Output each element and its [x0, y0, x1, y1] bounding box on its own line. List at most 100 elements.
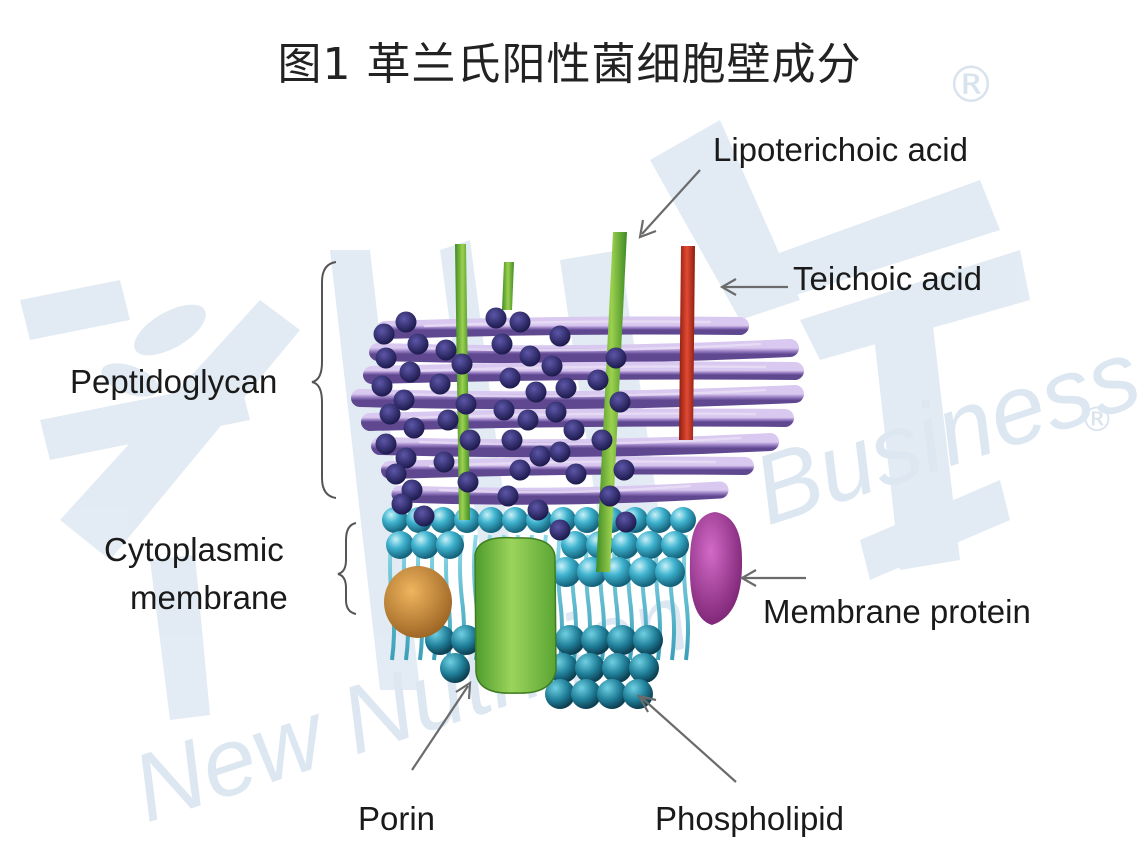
phospholipid-head: [575, 653, 605, 683]
peripheral-protein-orange: [384, 566, 452, 638]
peptidoglycan-strand-end: [399, 361, 421, 383]
phospholipid-head: [502, 507, 528, 533]
lipoteichoic-acid-rod-2: [502, 262, 514, 310]
phospholipid-head: [629, 653, 659, 683]
arrow-porin: [411, 680, 472, 771]
label-cytoplasmic-membrane-line1: Cytoplasmic: [104, 531, 284, 568]
peptidoglycan-strand-end: [391, 493, 413, 515]
phospholipid-head: [655, 557, 685, 587]
peptidoglycan-strand-end: [403, 417, 425, 439]
peptidoglycan-strand-end: [509, 459, 531, 481]
peptidoglycan-strand-end: [519, 345, 541, 367]
lipoteichoic-acid-rod-1: [455, 244, 470, 520]
peptidoglycan-strand-end: [501, 429, 523, 451]
peptidoglycan-strand: [369, 339, 799, 364]
peptidoglycan-strand: [371, 433, 779, 458]
peptidoglycan-strand-end: [385, 463, 407, 485]
peptidoglycan-strand-end: [457, 471, 479, 493]
arrow-teichoic: [719, 278, 788, 296]
phospholipid-head: [633, 625, 663, 655]
peptidoglycan-strand-end: [587, 369, 609, 391]
arrow-membrane-protein: [739, 569, 806, 587]
label-membrane-protein: Membrane protein: [763, 593, 1031, 630]
peptidoglycan-strand-end: [615, 511, 637, 533]
phospholipid-head: [571, 679, 601, 709]
peptidoglycan-strand-end: [549, 519, 571, 541]
peptidoglycan-strand-highlight: [398, 388, 767, 398]
peptidoglycan-strand: [351, 385, 804, 410]
phospholipid-head: [661, 531, 689, 559]
peptidoglycan-strand-end: [485, 307, 507, 329]
watermark-leaf-icon: [101, 304, 206, 397]
cytoplasmic-membrane-brace: [337, 522, 357, 615]
peptidoglycan-strand-end: [371, 375, 393, 397]
teichoic-acid-rod: [679, 246, 695, 440]
label-phospholipid: Phospholipid: [655, 800, 844, 837]
peptidoglycan-strand-end: [613, 459, 635, 481]
peptidoglycan-strand-end: [375, 433, 397, 455]
peptidoglycan-strand-end: [373, 323, 395, 345]
peptidoglycan-strand-ends: [371, 307, 637, 541]
peptidoglycan-strand-end: [499, 367, 521, 389]
peptidoglycan-strand-end: [565, 463, 587, 485]
figure-title: 图1 革兰氏阳性菌细胞壁成分: [277, 39, 862, 90]
phospholipid-head: [478, 507, 504, 533]
peptidoglycan-strand-end: [459, 429, 481, 451]
peptidoglycan-strand: [363, 361, 804, 384]
peptidoglycan-strand-end: [429, 373, 451, 395]
phospholipid-head: [430, 507, 456, 533]
phospholipid-head: [551, 557, 581, 587]
peptidoglycan-strand-end: [509, 311, 531, 333]
peptidoglycan-strand-end: [491, 333, 513, 355]
peptidoglycan-strand-end: [497, 485, 519, 507]
phospholipid-head: [561, 531, 589, 559]
peptidoglycan-strand-end: [605, 347, 627, 369]
peptidoglycan-strand-end: [549, 441, 571, 463]
phospholipid-head: [451, 625, 481, 655]
peptidoglycan-brace: [311, 261, 337, 499]
label-teichoic-acid: Teichoic acid: [793, 260, 982, 297]
phospholipid-head: [386, 531, 414, 559]
peptidoglycan-strand-end: [563, 419, 585, 441]
peptidoglycan-strand-end: [549, 325, 571, 347]
peptidoglycan-strand-end: [525, 381, 547, 403]
porin-protein: [474, 536, 557, 694]
label-porin: Porin: [358, 800, 436, 837]
peptidoglycan-strand-end: [435, 339, 457, 361]
phospholipid-head: [603, 557, 633, 587]
phospholipid-head: [411, 531, 439, 559]
peptidoglycan-strand-end: [529, 445, 551, 467]
arrow-lipoteichoic: [638, 169, 701, 239]
peptidoglycan-strand-end: [395, 311, 417, 333]
peptidoglycan-strand-end: [527, 499, 549, 521]
phospholipid-head: [611, 531, 639, 559]
membrane-protein-magenta: [689, 512, 743, 625]
phospholipid-head: [581, 625, 611, 655]
label-peptidoglycan: Peptidoglycan: [70, 363, 278, 400]
phospholipid-head: [436, 531, 464, 559]
peptidoglycan-strand: [361, 408, 794, 431]
phospholipid-head: [597, 679, 627, 709]
phospholipid-head: [602, 653, 632, 683]
phospholipid-head: [555, 625, 585, 655]
peptidoglycan-strand-end: [407, 333, 429, 355]
peptidoglycan-strand-end: [451, 353, 473, 375]
peptidoglycan-strand-end: [591, 429, 613, 451]
peptidoglycan-strand-end: [517, 409, 539, 431]
phospholipid-head: [646, 507, 672, 533]
peptidoglycan-strand-end: [379, 403, 401, 425]
phospholipid-head: [629, 557, 659, 587]
peptidoglycan-strand-end: [545, 401, 567, 423]
peptidoglycan-strand-end: [493, 399, 515, 421]
peptidoglycan-strand-end: [375, 347, 397, 369]
phospholipid-head: [545, 679, 575, 709]
peptidoglycan-strand-end: [599, 485, 621, 507]
arrows: [411, 169, 806, 783]
phospholipid-head: [574, 507, 600, 533]
label-lipoteichoic-acid: Lipoterichoic acid: [713, 131, 968, 168]
peptidoglycan-strand: [391, 481, 729, 505]
peptidoglycan-strand-end: [413, 505, 435, 527]
peptidoglycan-strand-end: [555, 377, 577, 399]
